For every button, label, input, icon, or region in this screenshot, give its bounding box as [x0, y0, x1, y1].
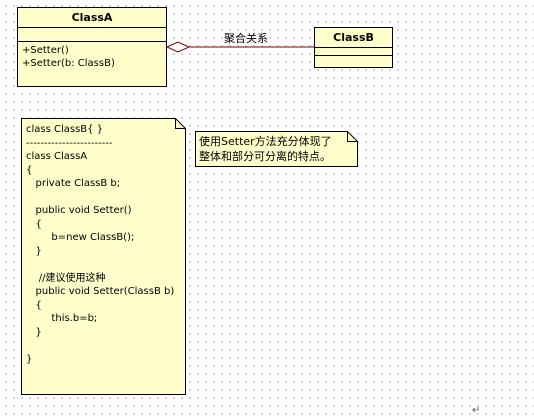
return-arrow-icon: ↵: [472, 405, 481, 416]
class-name-classa: ClassA: [18, 8, 166, 28]
code-line: private ClassB b;: [26, 178, 121, 189]
code-line: {: [26, 218, 42, 230]
code-line: class ClassA: [26, 151, 88, 162]
comment-note[interactable]: 使用Setter方法充分体现了整体和部分可分离的特点。: [195, 131, 358, 167]
aggregation-diamond-icon: [165, 41, 191, 53]
code-line: {: [26, 164, 33, 176]
class-operations-classa: +Setter() +Setter(b: ClassB): [18, 42, 166, 72]
code-line: b=new ClassB();: [26, 232, 135, 243]
code-line: }: [26, 245, 42, 257]
code-line: public void Setter(ClassB b): [26, 286, 175, 297]
association-label: 聚合关系: [224, 32, 268, 45]
code-line: this.b=b;: [26, 313, 98, 324]
class-attributes-classa: [18, 28, 166, 42]
code-line: public void Setter(): [26, 205, 132, 216]
operation-item: +Setter(b: ClassB): [22, 58, 115, 69]
comment-note-text: 使用Setter方法充分体现了整体和部分可分离的特点。: [199, 134, 332, 164]
code-line: [26, 191, 174, 205]
code-line: [26, 339, 174, 353]
code-note-text: class ClassB{ } ------------------------ c…: [26, 123, 174, 366]
note-shape: [195, 131, 358, 167]
note-shape: [21, 118, 186, 395]
code-line: }: [26, 326, 42, 338]
class-name-classb: ClassB: [315, 28, 392, 48]
code-line: //建议使用这种: [26, 272, 106, 284]
operation-item: +Setter(): [22, 45, 69, 56]
class-attributes-classb: [315, 48, 392, 56]
class-operations-classb: [315, 56, 392, 66]
comment-line: 整体和部分可分离的特点。: [199, 150, 331, 163]
code-line: [26, 258, 174, 272]
code-line: }: [26, 353, 33, 365]
code-line: {: [26, 299, 42, 311]
code-line: ------------------------: [26, 137, 113, 149]
code-note[interactable]: class ClassB{ } ------------------------ c…: [21, 118, 186, 395]
class-box-classb[interactable]: ClassB: [314, 27, 393, 68]
code-line: class ClassB{ }: [26, 124, 104, 135]
class-box-classa[interactable]: ClassA +Setter() +Setter(b: ClassB): [17, 7, 167, 87]
comment-line: 使用Setter方法充分体现了: [199, 135, 332, 148]
